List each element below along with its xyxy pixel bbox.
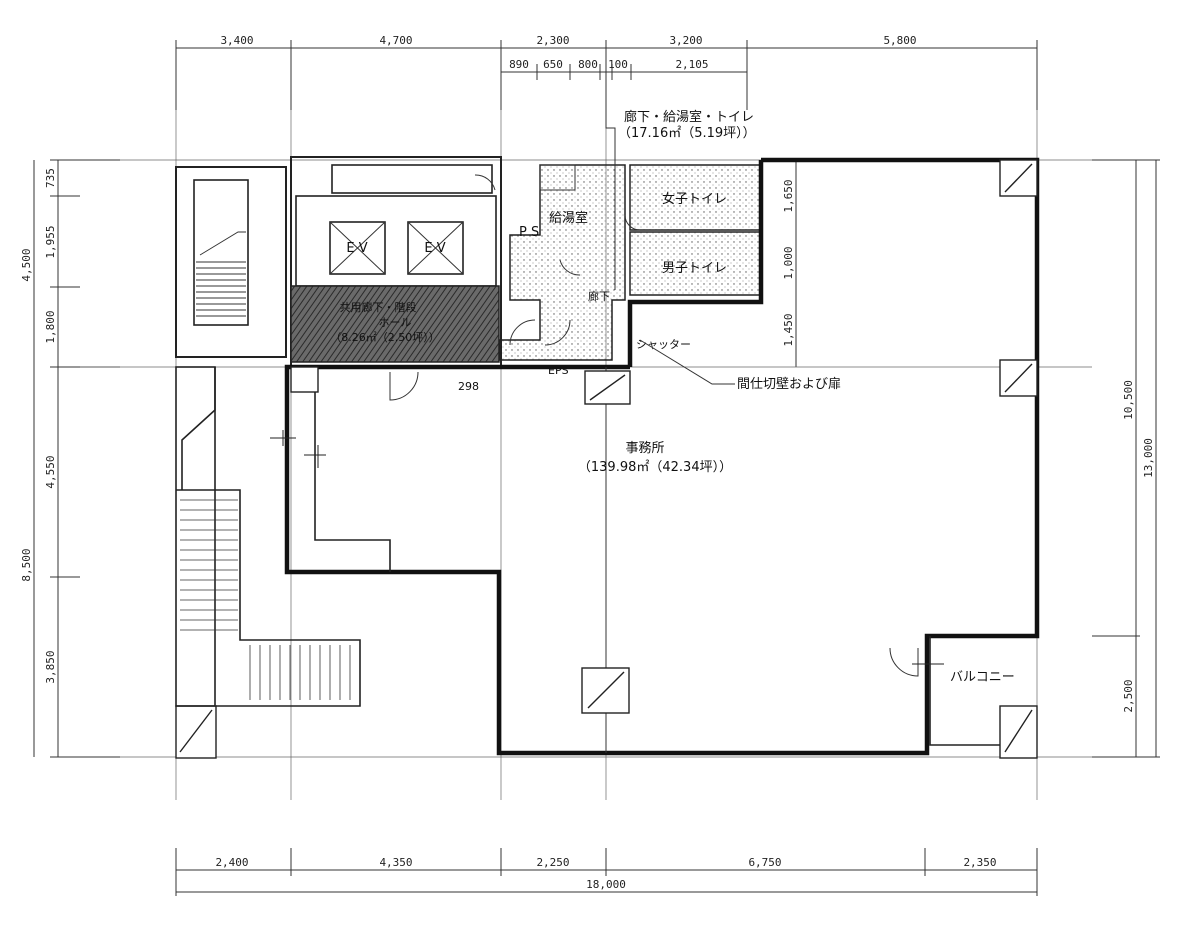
dim-top-5800: 5,800: [883, 34, 916, 47]
left-dimension-row-1: 735 1,955 1,800 4,550 3,850: [44, 159, 120, 758]
dim-left-1955: 1,955: [44, 225, 57, 258]
kitchen-label: 給湯室: [549, 210, 588, 226]
dim-bottom-6750: 6,750: [748, 856, 781, 869]
right-dimension-row-2: 10,500 2,500: [1092, 159, 1160, 758]
dim-top-650: 650: [543, 58, 563, 71]
balcony-room: バルコニー: [950, 670, 1015, 685]
dim-bottom-2250: 2,250: [536, 856, 569, 869]
dim-left-4550: 4,550: [44, 455, 57, 488]
dim-left-8500: 8,500: [20, 548, 33, 581]
shared-hall: 共用廊下・階段 ホール （8.26㎡（2.50坪））: [290, 285, 500, 363]
shutter-label: シャッター: [636, 338, 691, 351]
dim-bottom-4350: 4,350: [379, 856, 412, 869]
office-outline: [284, 157, 1040, 756]
columns: [175, 159, 1038, 759]
dim-right-1650: 1,650: [782, 179, 795, 212]
dim-bottom-2400: 2,400: [215, 856, 248, 869]
corridor-annotation: 廊下・給湯室・トイレ （17.16㎡（5.19坪））: [605, 109, 756, 290]
dim-left-735: 735: [44, 168, 57, 188]
dim-top-2105: 2,105: [675, 58, 708, 71]
bottom-dimension-total: 18,000: [176, 878, 1037, 893]
mens-toilet-label: 男子トイレ: [662, 261, 727, 276]
partition-annotation: 間仕切壁および扉: [639, 339, 841, 392]
ev-label-1: E V: [346, 241, 367, 256]
dim-left-1800: 1,800: [44, 310, 57, 343]
dim-right-1000: 1,000: [782, 246, 795, 279]
elevator-1: E V: [329, 221, 386, 275]
dim-left-3850: 3,850: [44, 650, 57, 683]
right-dimension-row-1: 1,650 1,000 1,450: [782, 160, 797, 367]
office-room: 事務所 （139.98㎡（42.34坪））: [578, 441, 732, 475]
tick-marks: [270, 430, 944, 676]
ps-label: P S: [519, 225, 539, 240]
office-title: 事務所: [625, 441, 664, 456]
corridor-title: 廊下・給湯室・トイレ: [624, 109, 754, 125]
dim-bottom-2350: 2,350: [963, 856, 996, 869]
dim-top-100: 100: [608, 58, 628, 71]
dim-right-1450: 1,450: [782, 313, 795, 346]
shared-hall-sub: ホール: [379, 316, 412, 329]
dim-top-3200: 3,200: [669, 34, 702, 47]
top-dimension-row-1: 3,400 4,700 2,300 3,200 5,800: [175, 34, 1038, 110]
dim-top-2300: 2,300: [536, 34, 569, 47]
dim-bottom-18000: 18,000: [586, 878, 626, 891]
dim-top-4700: 4,700: [379, 34, 412, 47]
shared-hall-title: 共用廊下・階段: [340, 300, 417, 314]
dim-right-13000: 13,000: [1142, 438, 1155, 478]
corridor-kitchen-toilets: P S 給湯室 女子トイレ 男子トイレ 廊下 EPS 298 シャッター: [458, 164, 762, 393]
right-dimension-total: 13,000: [1142, 160, 1157, 757]
dim-top-800: 800: [578, 58, 598, 71]
upper-stair: [196, 231, 246, 317]
balcony-label: バルコニー: [950, 670, 1015, 685]
dim-left-4500: 4,500: [20, 248, 33, 281]
corridor-area: （17.16㎡（5.19坪））: [618, 126, 756, 141]
doors: [389, 174, 919, 677]
dim-right-2500: 2,500: [1122, 679, 1135, 712]
ev-label-2: E V: [424, 241, 445, 256]
partition-note: 間仕切壁および扉: [737, 376, 841, 392]
dim-right-10500: 10,500: [1122, 380, 1135, 420]
elevator-2: E V: [407, 221, 464, 275]
corridor-label: 廊下: [588, 289, 610, 303]
office-area: （139.98㎡（42.34坪））: [578, 460, 732, 475]
bottom-dimension-row-1: 2,400 4,350 2,250 6,750 2,350: [175, 848, 1038, 896]
womens-toilet-label: 女子トイレ: [662, 191, 727, 207]
top-dimension-row-2: 890 650 800 100 2,105: [501, 58, 747, 80]
left-dimension-row-2: 4,500 8,500: [20, 160, 35, 757]
shared-hall-area: （8.26㎡（2.50坪））: [330, 331, 439, 344]
dim-top-890: 890: [509, 58, 529, 71]
lower-stair: [175, 366, 361, 707]
dim-top-3400: 3,400: [220, 34, 253, 47]
dim-298-label: 298: [458, 380, 479, 393]
